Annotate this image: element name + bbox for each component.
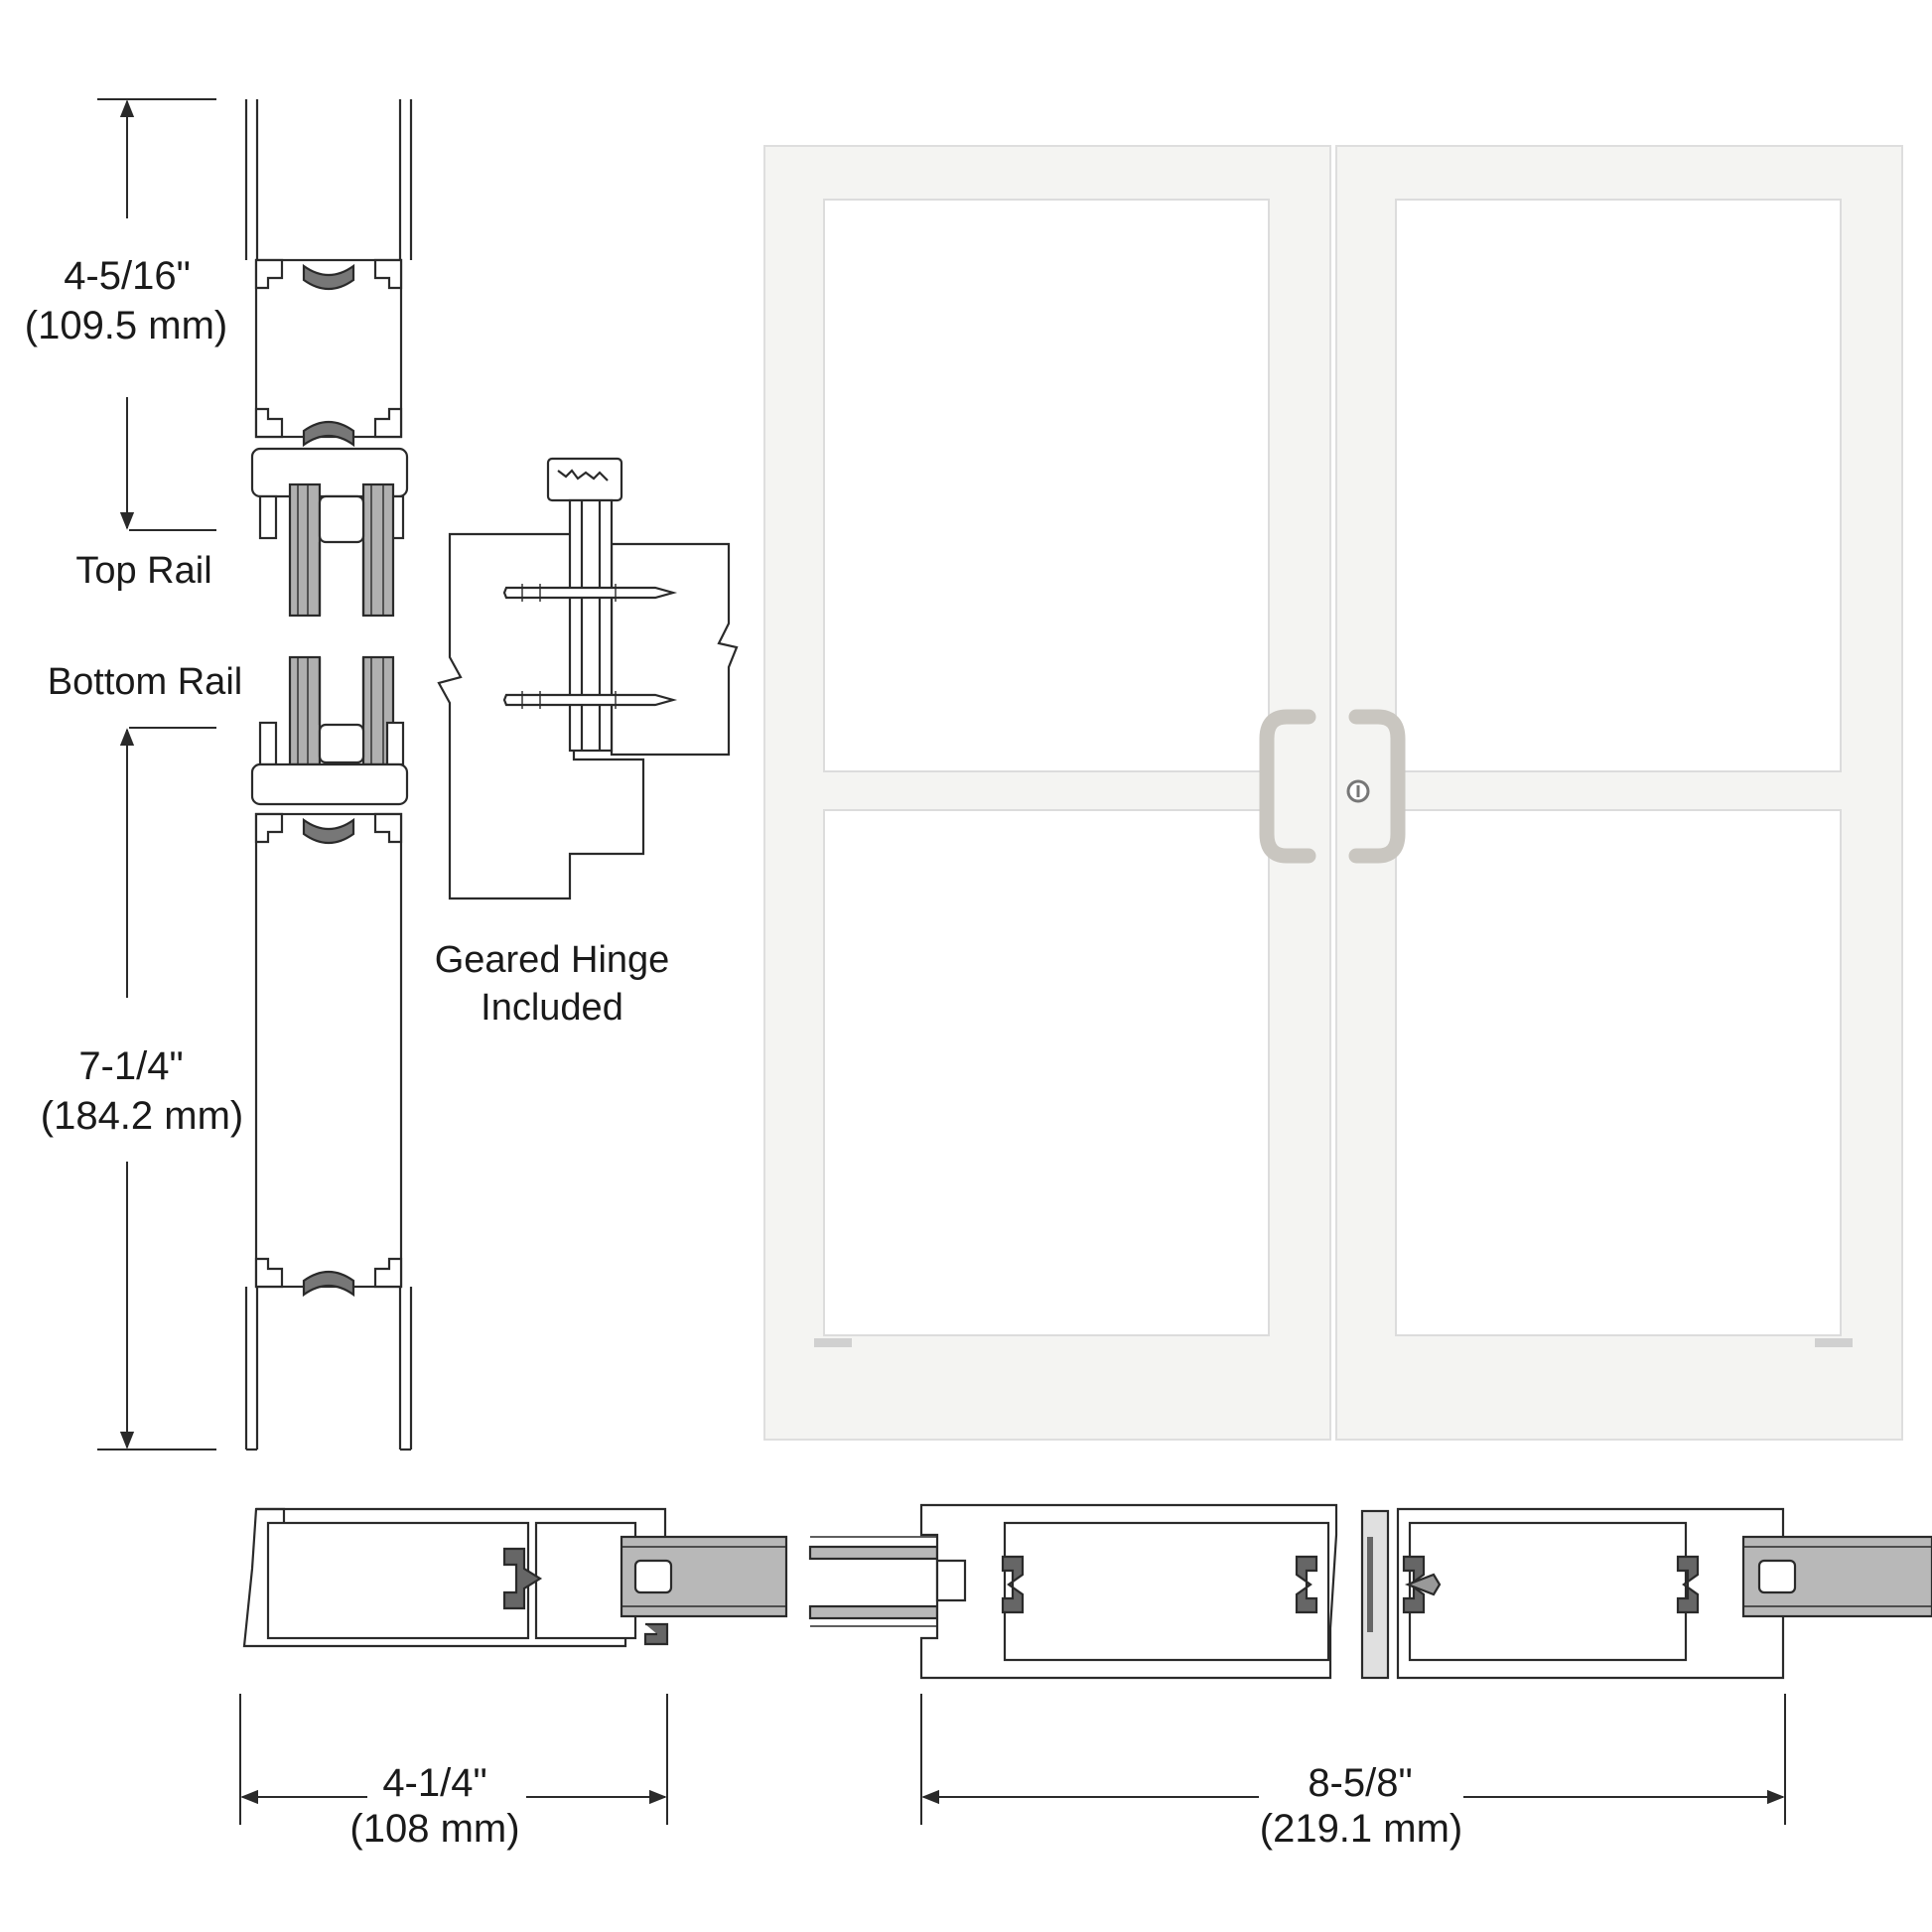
stile-plan-section: [242, 1507, 788, 1648]
left-door-leaf: [763, 145, 1331, 1441]
bottom-rail-dimension-imperial: 7-1/4": [78, 1044, 184, 1088]
geared-hinge-label-line1: Geared Hinge: [434, 939, 670, 981]
top-rail-section: [244, 99, 413, 618]
dimension-bottom-rail: [97, 727, 216, 1450]
stile-dimension-imperial: 4-1/4": [382, 1761, 487, 1805]
bottom-rail-dimension-metric: (184.2 mm): [40, 1094, 244, 1138]
meeting-stiles-dimension-metric: (219.1 mm): [1259, 1807, 1463, 1851]
top-rail-dimension-imperial: 4-5/16": [64, 254, 191, 298]
dimension-stile: [239, 1694, 668, 1825]
lock-cylinder-icon: [1346, 779, 1370, 803]
right-door-leaf: [1335, 145, 1903, 1441]
geared-hinge-label-line2: Included: [481, 987, 623, 1029]
door-elevation: [763, 145, 1903, 1441]
bottom-rail-label: Bottom Rail: [47, 661, 243, 703]
stile-dimension-metric: (108 mm): [349, 1807, 520, 1851]
left-door-handle: [1259, 709, 1316, 864]
dimension-meeting-stiles: [920, 1694, 1786, 1825]
top-rail-dimension-metric: (109.5 mm): [24, 304, 228, 347]
meeting-stiles-dimension-imperial: 8-5/8": [1308, 1761, 1413, 1805]
dimension-top-rail: [97, 98, 216, 531]
right-door-handle: [1348, 709, 1406, 864]
bottom-rail-section: [244, 655, 413, 1451]
geared-hinge-drawing: [437, 457, 739, 900]
meeting-stiles-plan-section: [808, 1503, 1932, 1680]
top-rail-label: Top Rail: [75, 550, 212, 592]
